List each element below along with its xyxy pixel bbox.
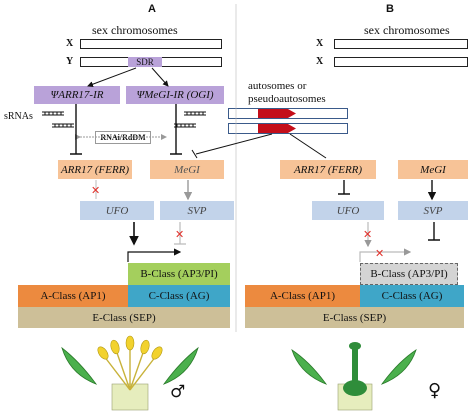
sdr-to-megi-ir-arrow <box>151 67 169 87</box>
x-chromosome-a <box>80 39 222 49</box>
svp-inhibit-blocked-a <box>174 222 186 245</box>
x2-chromosome-b <box>334 57 468 67</box>
megi-ir-box: ΨMeGI-IR (OGI) <box>126 86 224 104</box>
megi-box-b: MeGI <box>398 160 468 179</box>
panel-a-label: A <box>148 3 156 15</box>
svp-box-a: SVP <box>160 201 234 220</box>
svp-inhibits-bclass-b <box>428 222 440 241</box>
srna-duplex-left-1 <box>42 111 64 116</box>
sex-gene-1 <box>258 109 296 118</box>
x-chromosome-label-a: X <box>66 38 74 49</box>
megi-ir-inhibits-megi <box>170 104 182 155</box>
a-class-box-b: A-Class (AP1) <box>245 285 360 307</box>
x1-chromosome-b <box>334 39 468 49</box>
e-class-label-a: E-Class (SEP) <box>92 311 156 324</box>
e-class-box-a: E-Class (SEP) <box>18 307 230 328</box>
b-class-label-a: B-Class (AP3/PI) <box>140 268 218 280</box>
ufo-label-b: UFO <box>336 204 360 217</box>
c-class-label-b: C-Class (AG) <box>381 290 443 302</box>
sex-chromosomes-label-a: sex chromosomes <box>92 23 178 37</box>
autosome-inhibits-megi-a <box>191 133 273 159</box>
blocked-x-3: ✕ <box>363 229 372 241</box>
arr17-ir-inhibits-arr17 <box>70 104 82 155</box>
svp-box-b: SVP <box>398 201 468 220</box>
sdr-region: SDR <box>128 57 162 67</box>
blocked-x-4: ✕ <box>375 248 384 260</box>
male-flower-illustration <box>61 335 199 411</box>
female-symbol: ♀ <box>428 380 442 401</box>
sex-chromosomes-label-b: sex chromosomes <box>364 23 450 37</box>
megi-label-b: MeGI <box>420 163 446 176</box>
a-class-label-b: A-Class (AP1) <box>269 290 336 302</box>
y-chromosome-label-a: Y <box>66 56 74 67</box>
arr17-label-a: ARR17 (FERR) <box>60 163 130 176</box>
srna-duplex-right-1 <box>184 111 206 116</box>
c-class-label-a: C-Class (AG) <box>148 290 210 302</box>
arr17-box-a: ARR17 (FERR) <box>58 160 132 179</box>
ufo-label-a: UFO <box>105 204 129 217</box>
megi-label-a: MeGI <box>174 163 200 176</box>
blocked-x-1: ✕ <box>91 185 100 197</box>
autosome-to-arr17-b <box>289 133 327 159</box>
arr17-ir-box: ΨARR17-IR <box>34 86 120 104</box>
b-class-box-b: B-Class (AP3/PI) <box>360 263 458 285</box>
svp-label-b: SVP <box>423 204 443 217</box>
arr17-label-b: ARR17 (FERR) <box>293 163 363 176</box>
arr17-ir-label: ΨARR17-IR <box>50 89 104 101</box>
blocked-x-2: ✕ <box>175 229 184 241</box>
c-class-box-b: C-Class (AG) <box>360 285 464 307</box>
b-class-box-a: B-Class (AP3/PI) <box>128 263 230 285</box>
male-symbol: ♂ <box>170 382 186 402</box>
sdr-to-arr17-ir-arrow <box>87 67 137 88</box>
female-flower-illustration <box>291 342 417 411</box>
arr17-inhibits-ufo-b <box>338 180 350 195</box>
megi-ir-label: ΨMeGI-IR (OGI) <box>136 89 214 101</box>
ufo-box-a: UFO <box>80 201 154 220</box>
a-class-box-a: A-Class (AP1) <box>18 285 128 307</box>
autosomes-label: autosomes or pseudoautosomes <box>248 80 326 105</box>
a-class-label-a: A-Class (AP1) <box>40 290 106 302</box>
sex-gene-2 <box>258 124 296 133</box>
bclass-promoter-arrow-a <box>127 248 182 262</box>
c-class-box-a: C-Class (AG) <box>128 285 230 307</box>
b-class-label-b: B-Class (AP3/PI) <box>370 268 448 280</box>
megi-box-a: MeGI <box>150 160 224 179</box>
srna-duplex-left-2 <box>52 123 74 128</box>
x2-chromosome-label-b: X <box>316 56 324 67</box>
srna-duplex-right-2 <box>174 123 196 128</box>
arr17-box-b: ARR17 (FERR) <box>280 160 376 179</box>
e-class-box-b: E-Class (SEP) <box>245 307 464 328</box>
svp-label-a: SVP <box>187 204 207 217</box>
srnas-label: sRNAs <box>4 111 33 122</box>
panel-b-label: B <box>386 3 394 15</box>
x1-chromosome-label-b: X <box>316 38 324 49</box>
e-class-label-b: E-Class (SEP) <box>322 311 387 324</box>
ufo-box-b: UFO <box>312 201 384 220</box>
bclass-promoter-blocked-b <box>359 248 412 262</box>
